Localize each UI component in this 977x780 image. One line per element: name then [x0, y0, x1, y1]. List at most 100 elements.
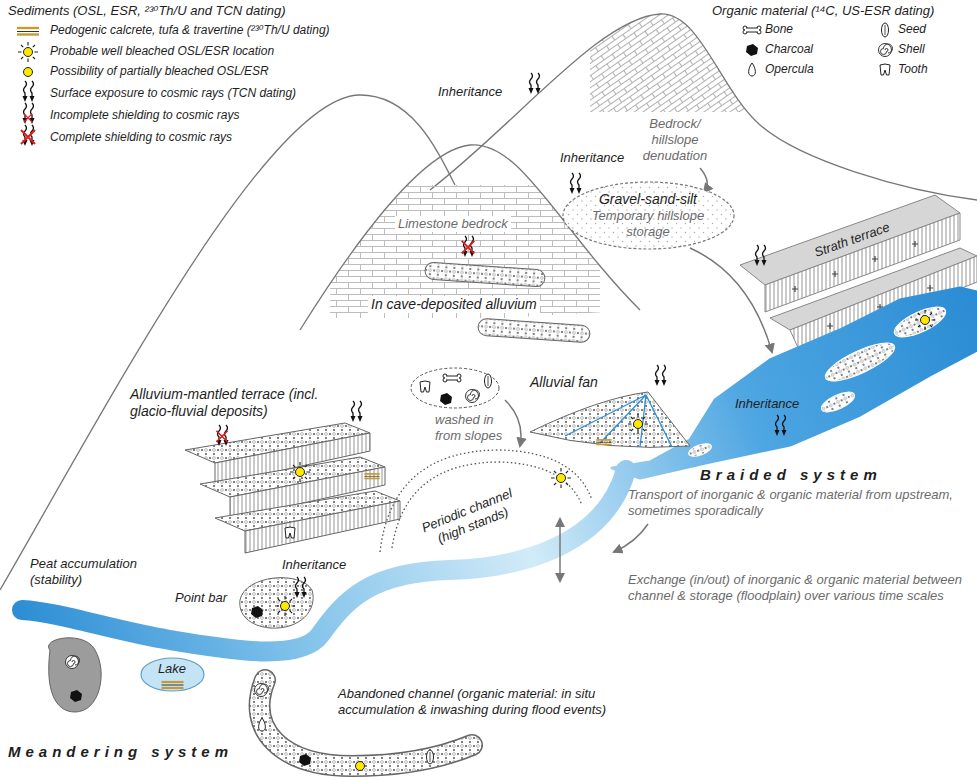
legend-symbols-part [24, 114, 32, 122]
river [22, 288, 977, 651]
legend-text: Tooth [898, 62, 928, 77]
strath-terrace-part [827, 323, 833, 329]
river-part [775, 415, 787, 436]
legend-symbols-part [882, 23, 889, 37]
legend-text: Charcoal [765, 42, 813, 57]
periodic-channel [380, 450, 648, 581]
meandering-features-part [356, 762, 365, 771]
cave-alluvium [425, 236, 591, 343]
meandering-features-part [66, 656, 80, 669]
alluvial-fan-part [655, 365, 667, 386]
legend-symbols-part [23, 103, 35, 124]
legend-symbols-part [24, 68, 33, 77]
label-text: Braided system [700, 466, 882, 484]
alluvial-fan-part [628, 414, 648, 434]
label-text: Bedrock/ hillslope denudation [630, 116, 720, 164]
ellipse-outline [141, 658, 204, 691]
hills [0, 0, 977, 590]
legend-text: Seed [898, 22, 926, 37]
strath-terrace-part [755, 245, 767, 266]
river-part [915, 310, 935, 330]
cave-alluvium-part [462, 241, 475, 254]
hills-part [0, 95, 455, 590]
washed-in-material-part [411, 368, 499, 408]
ellipse-outline [563, 182, 734, 249]
legend-symbols-part [18, 42, 38, 62]
hillslope-arrows-part [529, 73, 541, 94]
meandering-features-part [49, 638, 102, 712]
periodic-channel-part [559, 519, 561, 581]
legend-text: Possibility of partially bleached OSL/ES… [50, 64, 269, 79]
river-part [821, 336, 899, 388]
legend-symbols-part [21, 130, 35, 144]
label-text: Inheritance [560, 150, 624, 166]
river-part [687, 441, 713, 459]
river-part [612, 288, 977, 478]
legend-text: Incomplete shielding to cosmic rays [50, 108, 239, 123]
alluvium-mantled-terrace-part [290, 462, 310, 482]
washed-in-material-part [420, 381, 430, 392]
label-text: Sediments (OSL, ESR, ²³⁰Th/U and TCN dat… [8, 3, 286, 19]
label-text: Limestone bedrock [395, 216, 511, 232]
label-text: Inheritance [735, 396, 799, 412]
washed-in-material-part [466, 390, 480, 403]
calcrete-symbol [161, 680, 183, 682]
strath-terrace-part [872, 256, 878, 262]
meandering-features-part [275, 596, 295, 616]
calcrete-symbol [161, 686, 183, 688]
label-text: Periodic channel (high stands) [408, 480, 533, 555]
legend-symbols-part [743, 26, 761, 34]
ellipse-node: Gravel-sand-siltTemporary hillslope stor… [562, 181, 735, 250]
alluvium-mantled-terrace-part [364, 474, 379, 479]
label-text: In cave-deposited alluvium [368, 296, 540, 313]
strath-terrace-part [792, 286, 798, 292]
meandering-features-part [240, 578, 313, 628]
meandering-features-part [295, 577, 307, 598]
legend-text: Probable well bleached OSL/ESR location [50, 44, 274, 59]
meandering-features-part [251, 606, 263, 618]
node-text: Gravel-sand-silt [591, 191, 706, 208]
alluvium-mantled-terrace [185, 401, 400, 553]
washed-in-material [411, 368, 521, 446]
hillslope-arrows-part [570, 173, 582, 194]
legend-symbols-part [23, 81, 35, 102]
hillslope-arrows [529, 73, 773, 352]
alluvial-fan-part [565, 395, 672, 447]
alluvial-fan-part [530, 392, 690, 447]
label-text: Organic material (¹⁴C, US-ESR dating) [712, 3, 934, 19]
meandering-features-part [255, 684, 269, 697]
meandering-features-part [427, 750, 434, 764]
strath-terrace-part [912, 241, 918, 247]
legend-symbols-part [17, 28, 39, 35]
cave-alluvium-part [463, 236, 475, 257]
alluvium-mantled-terrace-part [245, 501, 400, 553]
legend-symbols-part [879, 44, 893, 57]
legend-text: Pedogenic calcrete, tufa & travertine (²… [50, 23, 330, 38]
legend-symbols-part [746, 44, 758, 56]
label-text: Transport of inorganic & organic materia… [628, 487, 973, 519]
washed-in-material-part [440, 393, 452, 405]
alluvium-mantled-terrace-part [285, 527, 295, 538]
legend-symbols [17, 23, 893, 146]
legend-text: Complete shielding to cosmic rays [50, 130, 232, 145]
hillslope-arrows-part [690, 248, 772, 352]
label-text: washed in from slopes [435, 412, 507, 444]
cave-alluvium-part [478, 318, 591, 343]
strath-terrace-part [927, 285, 933, 291]
label-text: Inheritance [282, 557, 346, 573]
hills-part [330, 185, 600, 318]
node-text: Temporary hillslope storage [591, 208, 706, 240]
alluvium-mantled-terrace-part [351, 401, 363, 422]
hills-part [430, 14, 977, 200]
label-text: Point bar [175, 590, 227, 606]
river-part [819, 388, 858, 416]
washed-in-material-part [443, 374, 461, 382]
label-text: Alluvial fan [530, 374, 598, 391]
alluvium-mantled-terrace-part [216, 431, 227, 442]
alluvium-mantled-terrace-part [217, 425, 229, 446]
ellipse-node: Lake [140, 657, 205, 692]
label-text: Inheritance [438, 84, 502, 100]
meandering-features-part [70, 690, 82, 702]
meandering-features [49, 577, 472, 771]
